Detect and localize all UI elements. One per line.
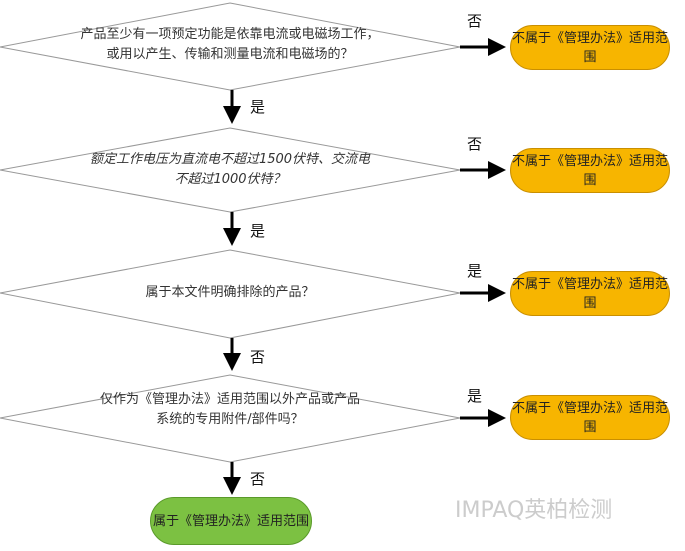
outcome-excluded-1: 不属于《管理办法》适用范围 [510,25,670,70]
outcome-included: 属于《管理办法》适用范围 [150,497,312,545]
down-label-3: 否 [250,348,266,366]
outcome-excluded-2: 不属于《管理办法》适用范围 [510,148,670,193]
outcome-text: 属于《管理办法》适用范围 [152,513,309,529]
watermark: IMPAQ英柏检测 [455,498,613,523]
question-3: 属于本文件明确排除的产品？ [145,285,315,300]
decision-diamond-3 [0,249,461,339]
outcome-text: 不属于《管理办法》适用范围 [511,400,668,435]
right-label-2: 否 [467,135,483,153]
right-label-3: 是 [467,262,483,280]
decision-diamond-1 [0,2,461,91]
question-1: 产品至少有一项预定功能是依靠电流或电磁场工作，或用以产生、传输和测量电流和电磁场… [80,27,380,62]
question-2: 额定工作电压为直流电不超过1500伏特、交流电不超过1000伏特？ [89,152,371,187]
outcome-excluded-3: 不属于《管理办法》适用范围 [510,271,670,316]
outcome-excluded-4: 不属于《管理办法》适用范围 [510,395,670,440]
question-4: 仅作为《管理办法》适用范围以外产品或产品系统的专用附件/部件吗？ [100,392,361,427]
outcome-text: 不属于《管理办法》适用范围 [511,30,668,65]
decision-diamond-4 [0,374,461,463]
right-label-1: 否 [467,12,483,30]
right-label-4: 是 [467,387,483,405]
outcome-text: 不属于《管理办法》适用范围 [511,276,668,311]
outcome-text: 不属于《管理办法》适用范围 [511,153,668,188]
down-label-4: 否 [250,470,266,488]
down-label-1: 是 [250,98,266,116]
down-label-2: 是 [250,222,266,240]
decision-diamond-2 [0,127,461,213]
